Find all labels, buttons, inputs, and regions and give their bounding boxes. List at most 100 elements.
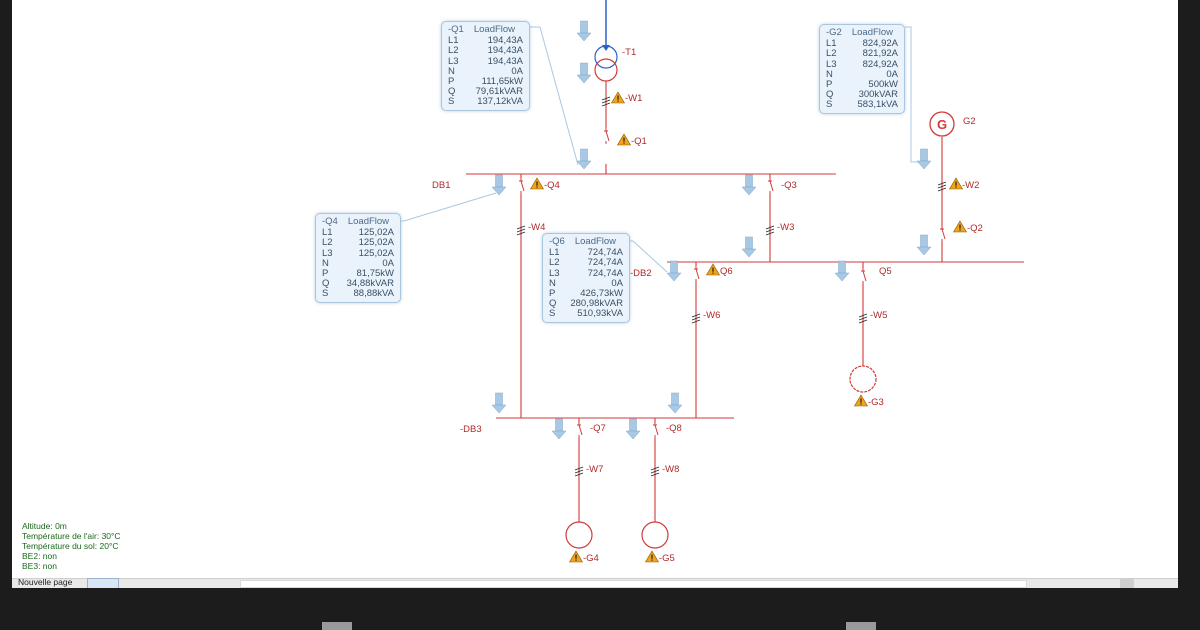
generator-g5-symbol[interactable]	[641, 521, 669, 549]
page-tab-nouvelle-page[interactable]: Nouvelle page	[18, 577, 73, 587]
monitor-bezel-bottom	[0, 588, 1200, 630]
lf-key: P	[448, 76, 455, 88]
warning-icon[interactable]	[854, 394, 868, 407]
lf-value: 724,74A	[587, 267, 623, 279]
lf-value: 824,92A	[862, 58, 898, 70]
warning-icon[interactable]	[569, 550, 583, 563]
label-g5: -G5	[659, 553, 675, 564]
lf-key: N	[826, 68, 833, 80]
breaker-q4[interactable]	[518, 177, 525, 195]
label-w3: -W3	[777, 222, 794, 233]
cable-w1[interactable]	[601, 96, 611, 107]
lf-key: L1	[448, 35, 459, 47]
flow-arrow-icon	[625, 418, 641, 440]
flow-arrow-icon	[491, 174, 507, 196]
label-q1: -Q1	[631, 136, 647, 147]
lf-value: 426,73kW	[580, 288, 623, 300]
air-temperature-text: Température de l'air: 30°C	[22, 531, 121, 541]
cable-w4[interactable]	[516, 225, 526, 236]
horizontal-scrollbar[interactable]	[240, 580, 1027, 588]
label-w2: -W2	[962, 180, 979, 191]
lf-key: S	[826, 99, 833, 111]
lf-value: 125,02A	[358, 227, 394, 239]
loadflow-id: -Q1	[448, 24, 464, 35]
lf-value: 194,43A	[487, 35, 523, 47]
breaker-q5[interactable]	[860, 267, 867, 285]
warning-icon[interactable]	[617, 133, 631, 146]
warning-icon[interactable]	[953, 220, 967, 233]
generator-g2-letter: G	[937, 117, 947, 132]
lf-key: P	[322, 268, 329, 280]
breaker-q8[interactable]	[652, 421, 659, 439]
lf-key: N	[448, 65, 455, 77]
lf-key: L3	[549, 267, 560, 279]
lf-key: L2	[322, 237, 333, 249]
label-q4: -Q4	[544, 180, 560, 191]
lf-key: L2	[549, 257, 560, 269]
transformer-t1-symbol[interactable]	[594, 45, 618, 82]
lf-value: 111,65kW	[481, 76, 523, 88]
loadflow-title: LoadFlow	[473, 24, 516, 35]
warning-icon[interactable]	[949, 177, 963, 190]
label-q5: Q5	[879, 266, 892, 277]
label-q8: -Q8	[666, 423, 682, 434]
cable-w7[interactable]	[574, 466, 584, 477]
lf-value: 79,61kVAR	[475, 86, 523, 98]
flow-arrow-icon	[491, 392, 507, 414]
cable-w5[interactable]	[858, 313, 868, 324]
lf-key: P	[549, 288, 556, 300]
generator-g3-symbol[interactable]	[849, 365, 877, 393]
lf-value: 0A	[511, 65, 523, 77]
generator-g4-symbol[interactable]	[565, 521, 593, 549]
label-db3: -DB3	[460, 424, 482, 435]
lf-value: 125,02A	[358, 247, 394, 259]
label-t1: -T1	[622, 47, 636, 58]
flow-arrow-icon	[741, 236, 757, 258]
flow-arrow-icon	[576, 20, 592, 42]
monitor-bezel-right	[1178, 0, 1200, 600]
lf-key: L1	[322, 227, 333, 239]
lf-key: L1	[549, 247, 560, 259]
loadflow-title: LoadFlow	[851, 27, 894, 38]
breaker-q2[interactable]	[939, 225, 946, 243]
cable-w6[interactable]	[691, 313, 701, 324]
loadflow-id: -G2	[826, 27, 842, 38]
cable-w8[interactable]	[650, 466, 660, 477]
flow-arrow-icon	[834, 260, 850, 282]
lf-key: S	[322, 288, 329, 300]
scrollbar-end-button[interactable]	[1120, 578, 1134, 588]
cable-w3[interactable]	[765, 225, 775, 236]
lf-value: 724,74A	[587, 247, 623, 259]
warning-icon[interactable]	[611, 91, 625, 104]
flow-arrow-icon	[666, 260, 682, 282]
flow-arrow-icon	[576, 62, 592, 84]
lf-key: L2	[448, 45, 459, 57]
label-w6: -W6	[703, 310, 720, 321]
monitor-bezel-left	[0, 0, 12, 600]
lf-key: L3	[448, 55, 459, 67]
breaker-q3[interactable]	[767, 177, 774, 195]
warning-icon[interactable]	[645, 550, 659, 563]
breaker-q6[interactable]	[693, 265, 700, 283]
cable-w2[interactable]	[937, 181, 947, 192]
label-db2: -DB2	[630, 268, 652, 279]
label-w1: -W1	[625, 93, 642, 104]
flow-arrow-icon	[576, 148, 592, 170]
label-db1: DB1	[432, 180, 450, 191]
generator-g2-symbol[interactable]	[929, 111, 955, 137]
warning-icon[interactable]	[530, 177, 544, 190]
lf-key: Q	[549, 298, 557, 310]
loadflow-id: -Q4	[322, 216, 338, 227]
lf-value: 34,88kVAR	[346, 278, 394, 290]
breaker-q7[interactable]	[576, 421, 583, 439]
flow-arrow-icon	[916, 148, 932, 170]
lf-value: 0A	[382, 257, 394, 269]
lf-value: 583,1kVA	[857, 99, 899, 111]
lf-key: P	[826, 79, 833, 91]
breaker-q1[interactable]	[603, 127, 610, 145]
warning-icon[interactable]	[706, 263, 720, 276]
